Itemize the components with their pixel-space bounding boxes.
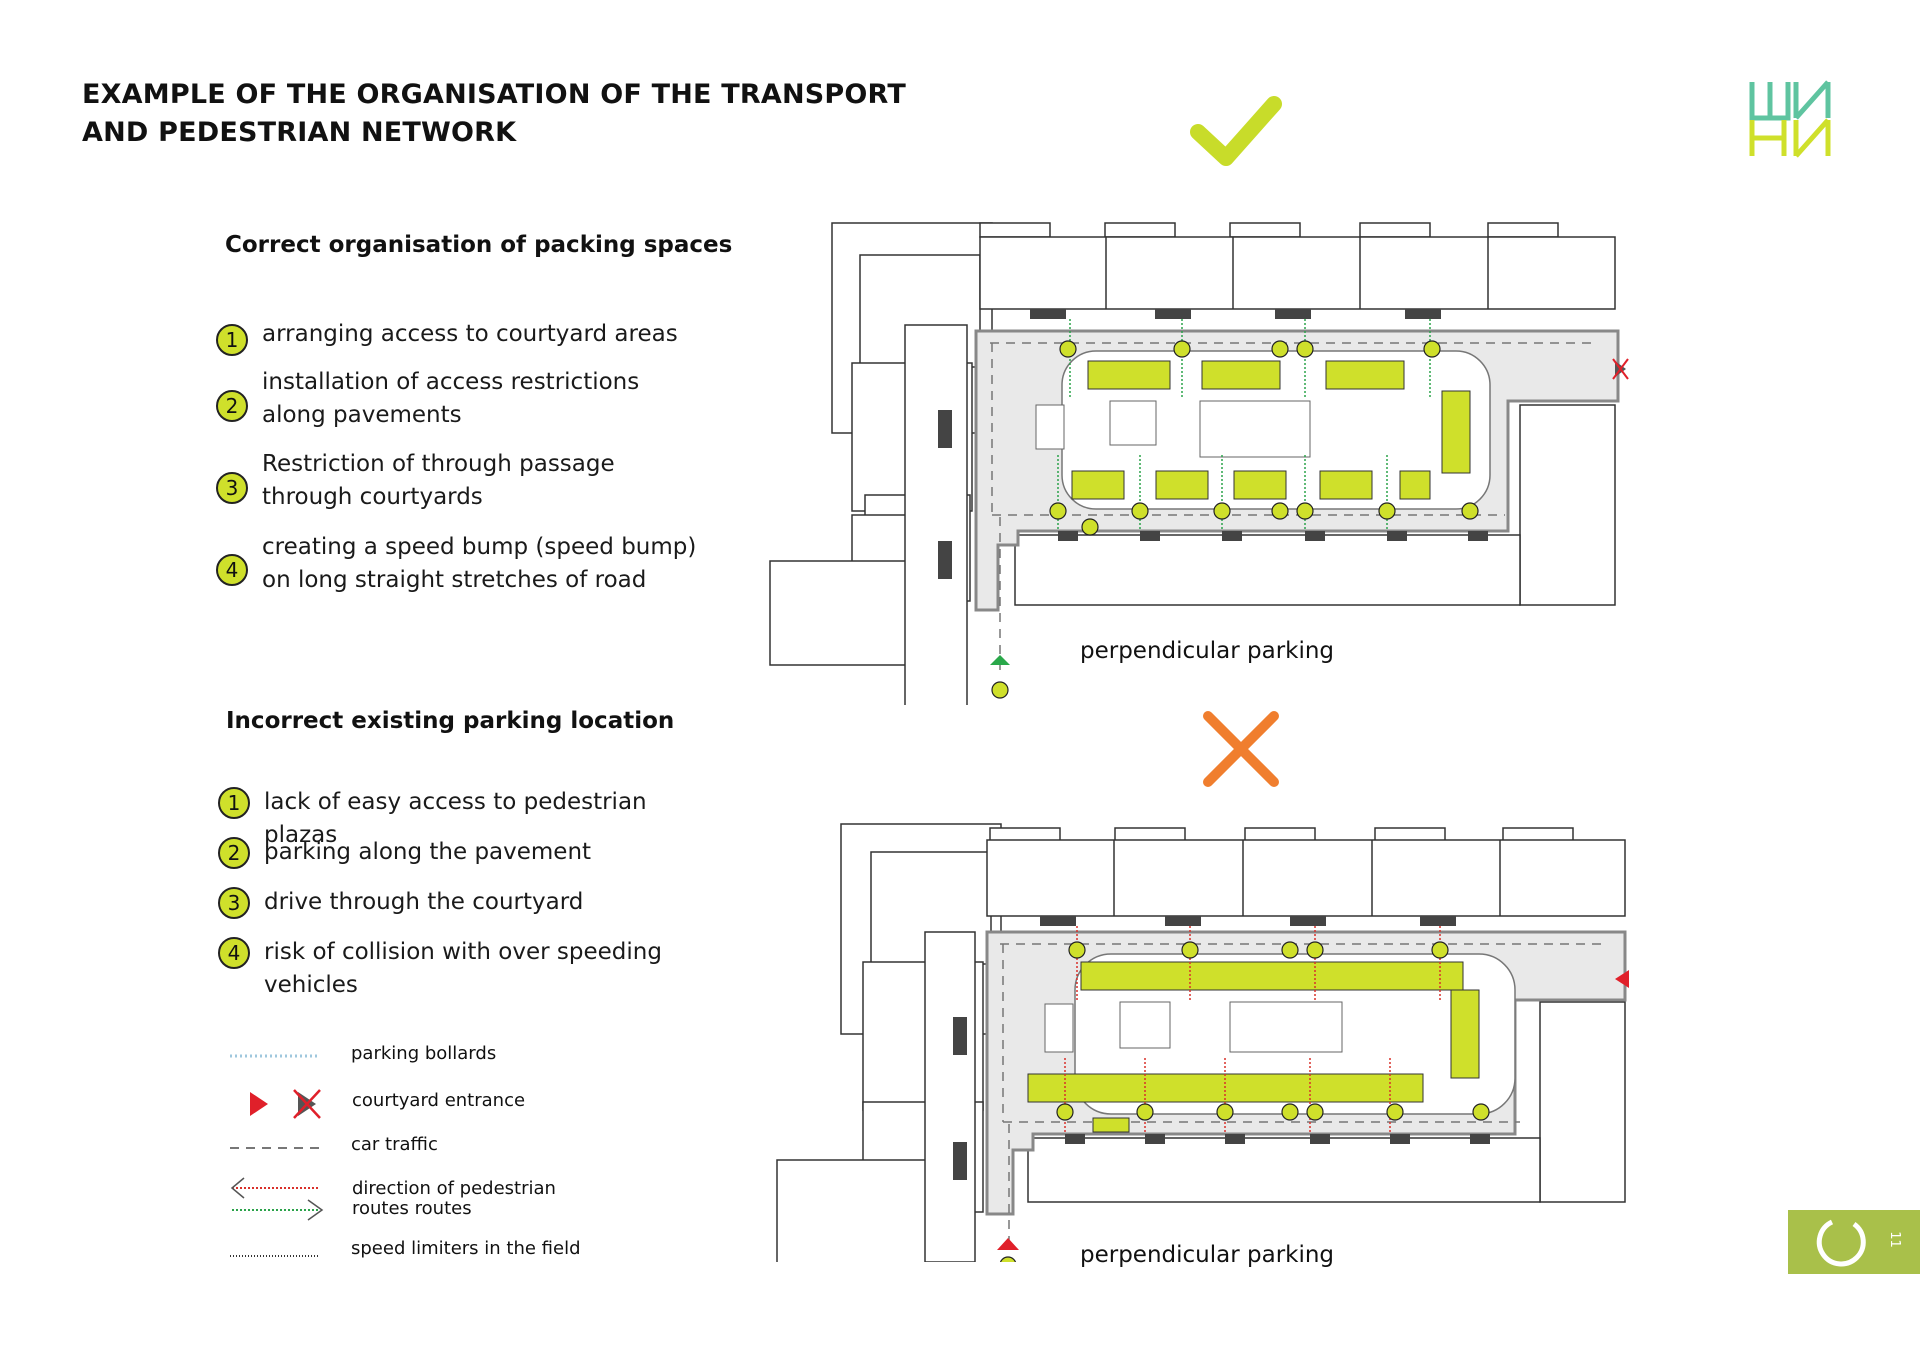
list-item: parking along the pavement bbox=[264, 839, 592, 865]
number-badge: 4 bbox=[216, 554, 248, 586]
list-item: drive through the courtyard bbox=[264, 889, 584, 915]
dotted-line-icon bbox=[230, 1255, 320, 1257]
legend-label: courtyard entrance bbox=[352, 1090, 526, 1111]
number-badge: 1 bbox=[216, 324, 248, 356]
plan-caption: perpendicular parking bbox=[1080, 1242, 1335, 1268]
pedestrian-arrows-icon bbox=[230, 1177, 324, 1221]
cross-icon bbox=[1203, 711, 1279, 787]
list-item: lack of easy access to pedestrian plazas bbox=[264, 789, 647, 848]
page-number-box: 11 bbox=[1788, 1210, 1920, 1274]
dashed-line-icon bbox=[230, 1147, 320, 1149]
legend-label: speed limiters in the field bbox=[351, 1238, 581, 1259]
correct-heading: Correct organisation of packing spaces bbox=[225, 232, 733, 258]
bollards-icon bbox=[230, 1054, 320, 1058]
number-badge: 3 bbox=[218, 887, 250, 919]
page-title: EXAMPLE OF THE ORGANISATION OF THE TRANS… bbox=[82, 79, 906, 148]
incorrect-site-plan bbox=[776, 823, 1629, 1262]
list-item: risk of collision with over speeding veh… bbox=[264, 939, 662, 998]
number-badge: 2 bbox=[218, 837, 250, 869]
legend: parking bollards courtyard entrance car … bbox=[228, 1036, 628, 1276]
incorrect-heading: Incorrect existing parking location bbox=[226, 708, 675, 734]
list-item: creating a speed bump (speed bump) on lo… bbox=[262, 534, 697, 593]
list-item: Restriction of through passage through c… bbox=[262, 451, 615, 510]
list-item: arranging access to courtyard areas bbox=[262, 321, 678, 347]
number-badge: 1 bbox=[218, 787, 250, 819]
number-badge: 3 bbox=[216, 472, 248, 504]
legend-label: parking bollards bbox=[351, 1043, 497, 1064]
correct-site-plan bbox=[769, 222, 1629, 705]
legend-label: car traffic bbox=[351, 1134, 438, 1155]
list-item: installation of access restrictions alon… bbox=[262, 369, 640, 428]
page-number: 11 bbox=[1886, 1231, 1902, 1248]
plan-caption: perpendicular parking bbox=[1080, 638, 1335, 664]
number-badge: 4 bbox=[218, 937, 250, 969]
number-badge: 2 bbox=[216, 390, 248, 422]
legend-label: direction of pedestrian routes routes bbox=[352, 1178, 556, 1219]
logo-mark bbox=[1749, 80, 1831, 158]
check-icon bbox=[1190, 96, 1282, 166]
page-ring-icon bbox=[1816, 1219, 1866, 1267]
entrance-icon bbox=[250, 1089, 321, 1119]
